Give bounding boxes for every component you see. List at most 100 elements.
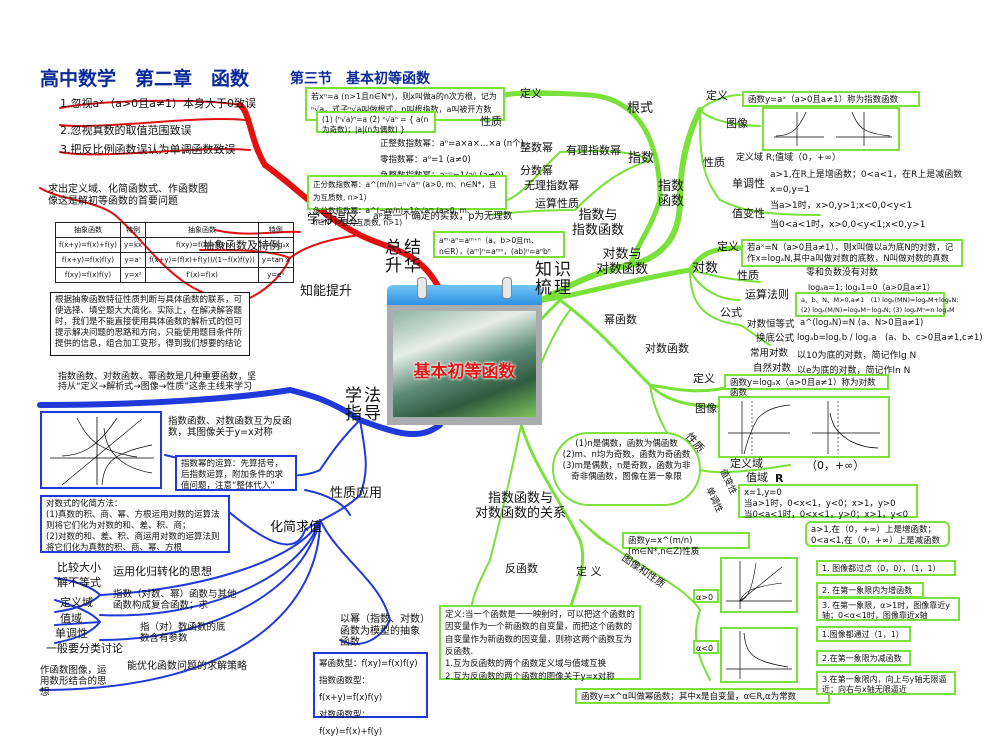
logf-range: R [775,472,784,485]
alpha-negative-item: 2.在第一象限为减函数 [816,650,911,666]
radical-label: 根式 [627,101,654,116]
table-cell: y=eˣ [257,267,294,283]
calendar-ring-icon [417,277,427,299]
logf-value-item: 当a>1时，0<x<1，y<0；x>1，y>0 [744,499,896,510]
mistake-item: 1.忽视aˣ（a>0且a≠1）本身大于0致误 [60,97,257,110]
exponent-label: 指数 [628,151,655,166]
exp-and-exp-func-label: 指数与 指数函数 [572,208,625,238]
compare-label: 比较大小 [57,561,101,574]
log-def-label: 定义 [717,240,739,253]
log-label: 对数 [692,261,719,276]
model-item: 幂函数型：f(xy)=f(x)f(y) [319,659,418,669]
log-prop-item: logₐa=1; logₐ1=0（a>0且a≠1） [808,283,935,292]
model-item: 对数函数型：f(xy)=f(x)+f(y) [319,710,383,737]
logf-value-box: x=1,y=0 当a>1时，0<x<1，y<0；x>1，y>0 当0<a<1时，… [738,484,918,520]
table-cell: f(x+y)=f(x)+f(y) [55,237,121,253]
logf-graph [728,401,880,455]
identity-label: 对数恒等式 [747,319,795,330]
irrational-note: aᵖ是一个确定的实数，p为无理数 [373,211,513,222]
logf-definition-box: 函数y=logₐx（a>0且a≠1）称为对数函数 [724,374,889,398]
common-log-note: 以10为底的对数，简记作lg N [797,351,917,361]
composite-note: 指数（对数、幂）函数与其他函数构成复合函数；求 [113,589,237,611]
alpha-negative-item: 1.图像都通过（1，1） [816,626,911,642]
abstract-note-box: 根据抽象函数特征性质判断与具体函数的联系，可使选择、填空题大大简化。实际上，在解… [50,292,250,356]
log-identity: a^(logₐN)=N (a、N>0且a≠1) [800,318,924,328]
log-rules-box: a、b、N、M>0,a≠1 (1) logₐ(MN)=logₐM+logₐN; … [795,292,959,317]
table-cell: f′(x)=f(x) [145,267,259,283]
mistakes-label: 学习误区 [307,212,360,227]
power-def-label: 定 义 [576,565,602,578]
abstract-model-box: 幂函数型：f(xy)=f(x)f(y) 指数函数型：f(x+y)=f(x)f(y… [313,652,428,737]
integer-power-label: 整数幂 [520,141,553,154]
first-problem-note: 求出定义域、化简函数式、作函数图像这是解初等函数的首要问题 [48,184,208,207]
branch-knowledge: 知识 梳理 [535,260,573,298]
model-item: 指数函数型：f(x+y)=f(x)f(y) [319,676,383,703]
log-formula-label: 公式 [720,306,742,319]
operation-prop-label: 运算性质 [535,197,579,210]
log-and-log-func-label: 对数与 对数函数 [596,247,649,277]
exp-value-item: 当0<a<1时，x>0,0<y<1;x<0,y>1 [770,220,926,230]
waterfall-image: 基本初等函数 [393,311,536,417]
rational-power-label: 有理指数幂 [566,144,621,157]
branch-summary: 总结 升华 [385,238,423,276]
alpha-positive-item: 3. 在第一象限，α>1时，图像靠近y轴；0<α<1时，图像靠近x轴 [816,597,960,621]
inverse-definition-box: 定义:当一个函数是一一映射时，可以把这个函数的因变量作为一个新函数的自变量，而把… [439,605,641,682]
power-definition-box: 函数y=x^α叫做幂函数；其中x是自变量，α∈R,α为常数 [575,688,830,704]
exp-func-label: 指数 函数 [658,179,685,209]
classify-label: 一般要分类讨论 [46,642,123,655]
page-title: 高中数学 第二章 函数 [40,68,250,90]
power-func-label: 幂函数 [604,313,637,326]
table-cell: f(x+y)=(f(x)+f(y))/(1−f(x)f(y)) [145,252,259,268]
table-header: 特例 [119,222,147,238]
radical-property-box: (1) (ⁿ√a)ⁿ=a (2) ⁿ√aⁿ = { a(n为奇数)；|a|(n为… [316,111,436,134]
table-cell: y=aˣ [119,252,147,268]
table-row: f(xy)=f(x)f(y) y=x² f′(x)=f(x) y=eˣ [55,267,294,283]
log-simplify-box: 对数式的化简方法： (1)真数的积、商、幂、方根运用对数的运算法则将它们化为对数… [40,495,230,553]
power-cloud: (1)n是偶数，函数为偶函数 (2)m、n均为奇数，函数为奇函数 (3)m是偶数… [552,432,701,506]
ability-label: 知能提升 [300,284,353,299]
fraction-power-box: 正分数指数幂：a^(m/n)=ⁿ√aᵐ (a>0, m、n∈N*，且为互质数, … [307,175,507,227]
range-label: 值域 [60,612,82,625]
simplify-label: 化简求值 [270,520,323,535]
exp-log-graph [50,417,154,486]
exp-prop-label: 性质 [703,156,725,169]
alpha-positive-graph-box [720,557,798,613]
integer-power-item: 正整数指数幂：aⁿ=a×a×…×a (n个) [380,139,524,149]
property-application-label: 性质应用 [330,486,383,501]
logf-range-label: 值域 [746,471,768,484]
logf-monotone-box: a>1,在（0，+∞）上是增函数； 0<a<1,在（0，+∞）上是减函数 [805,521,950,547]
monotone-label: 单调性 [55,627,88,640]
table-cell: y=kx [119,237,147,253]
common-log-label: 常用对数 [750,348,789,359]
change-base-formula: logₐb=log꜀b / log꜀a (a、b、c>0且a≠1,c≠1) [797,333,983,343]
page-subtitle: 第三节 基本初等函数 [290,71,430,87]
table-header: 抽象函数 [55,222,121,238]
log-definition-box: 若aˣ=N（a>0且a≠1），则x叫做以a为底N的对数，记作x=logₐN,其中… [741,239,963,267]
exp-domain: 定义域 R;值域（0，+∞） [736,153,841,163]
exp-log-graph-box [40,411,162,489]
exp-graph [774,111,892,146]
log-prop-label: 性质 [737,269,759,282]
table-header: 特例 [257,222,294,238]
exp-point: x=0,y=1 [770,185,811,195]
abstract-function-table: 抽象函数 特例 抽象函数 特例 f(x+y)=f(x)+f(y) y=kx f(… [55,222,294,283]
radical-def-label: 定义 [520,87,542,100]
change-base-label: 换底公式 [756,333,795,344]
strategy-note: 能优化函数问题的求解策略 [127,661,247,672]
fraction-power-label: 分数幂 [520,164,553,177]
exp-graph-box [762,107,900,151]
irrational-power-label: 无理指数幂 [524,179,579,192]
relation-label: 指数函数与 对数函数的关系 [475,491,567,521]
alpha-positive-item: 1. 图像都过点（0，0），（1，1） [816,560,956,576]
log-prop-item: 零和负数没有对数 [806,268,879,278]
natural-log-label: 自然对数 [753,363,792,374]
logf-domain-label: 定义域 [730,457,763,470]
radical-prop-label: 性质 [480,115,502,128]
alpha-negative-graph-box [720,627,798,683]
mistake-item: 3.把反比例函数误认为单调函数致误 [60,143,236,156]
table-cell: f(xy)=f(x)f(y) [55,267,121,283]
model-note: 以幂（指数、对数）函数为模型的抽象函数 [340,614,425,648]
inverse-func-label: 反函数 [505,562,538,575]
exp-value-item: 当a>1时，x>0,y>1;x<0,0<y<1 [770,201,913,211]
branch-method: 学法 指导 [345,386,383,424]
